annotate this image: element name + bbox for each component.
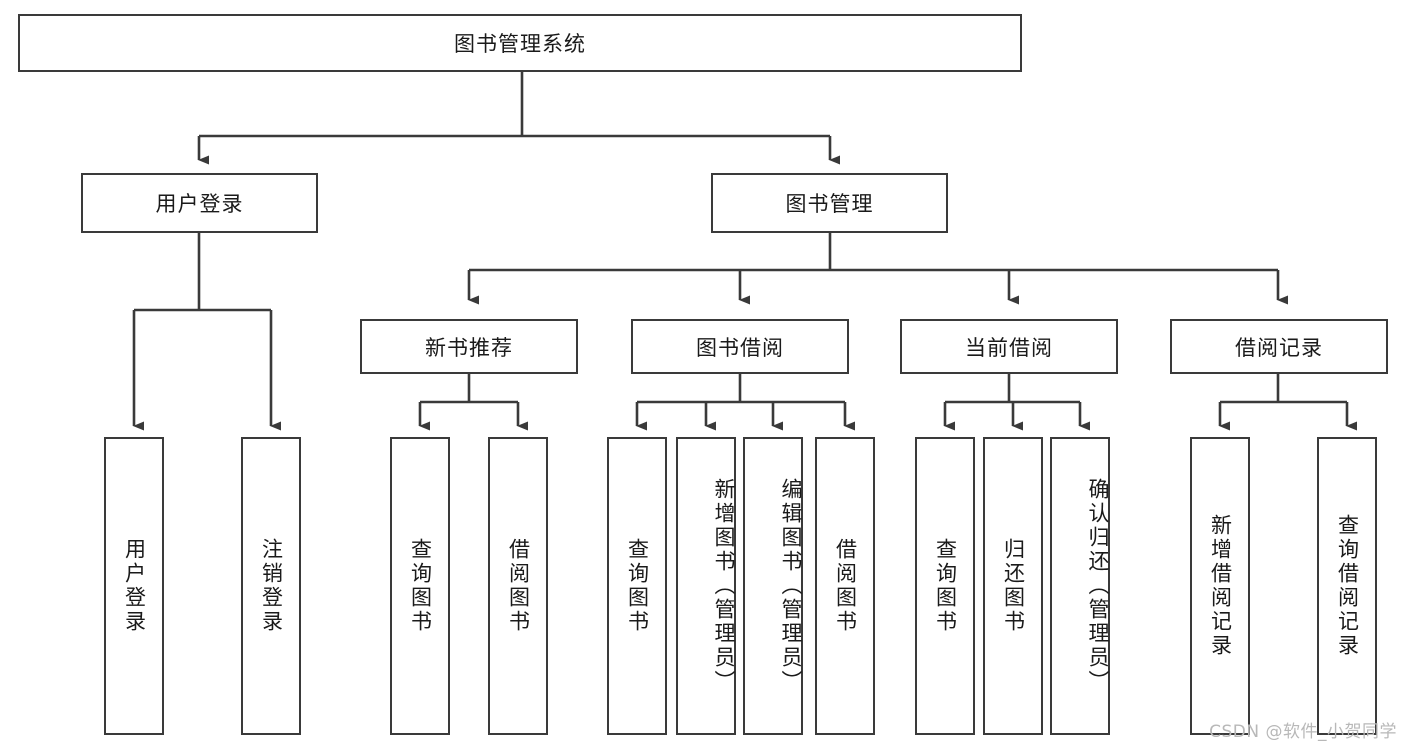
- leaf-borrow-book-2-label: 借阅图书: [833, 538, 858, 634]
- leaf-borrow-book-2[interactable]: 借阅图书: [815, 437, 875, 735]
- node-root-label: 图书管理系统: [454, 32, 586, 56]
- leaf-user-login-label: 用户登录: [122, 538, 147, 634]
- leaf-query-book-1-label: 查询图书: [408, 538, 433, 634]
- leaf-confirm-return-label: 确认归还（管理员）: [1086, 478, 1110, 694]
- node-current-borrow-label: 当前借阅: [965, 335, 1053, 360]
- leaf-query-book-3-label: 查询图书: [933, 538, 958, 634]
- node-current-borrow[interactable]: 当前借阅: [900, 319, 1118, 374]
- leaf-return-book[interactable]: 归还图书: [983, 437, 1043, 735]
- leaf-user-login[interactable]: 用户登录: [104, 437, 164, 735]
- node-book-borrow-label: 图书借阅: [696, 335, 784, 360]
- leaf-query-book-2-label: 查询图书: [625, 538, 650, 634]
- leaf-query-record[interactable]: 查询借阅记录: [1317, 437, 1377, 735]
- leaf-borrow-book-1[interactable]: 借阅图书: [488, 437, 548, 735]
- node-new-book-rec[interactable]: 新书推荐: [360, 319, 578, 374]
- leaf-edit-book-label: 编辑图书（管理员）: [779, 478, 803, 694]
- leaf-query-book-3[interactable]: 查询图书: [915, 437, 975, 735]
- leaf-edit-book[interactable]: 编辑图书（管理员）: [743, 437, 803, 735]
- leaf-logout[interactable]: 注销登录: [241, 437, 301, 735]
- node-user-login[interactable]: 用户登录: [81, 173, 318, 233]
- leaf-logout-label: 注销登录: [259, 538, 284, 634]
- node-borrow-record[interactable]: 借阅记录: [1170, 319, 1388, 374]
- leaf-query-book-2[interactable]: 查询图书: [607, 437, 667, 735]
- leaf-add-book-label: 新增图书（管理员）: [712, 478, 736, 694]
- leaf-return-book-label: 归还图书: [1001, 538, 1026, 634]
- leaf-add-book[interactable]: 新增图书（管理员）: [676, 437, 736, 735]
- leaf-borrow-book-1-label: 借阅图书: [506, 538, 531, 634]
- node-borrow-record-label: 借阅记录: [1235, 335, 1323, 360]
- node-book-manage[interactable]: 图书管理: [711, 173, 948, 233]
- node-new-book-rec-label: 新书推荐: [425, 335, 513, 360]
- node-book-manage-label: 图书管理: [785, 192, 874, 216]
- leaf-confirm-return[interactable]: 确认归还（管理员）: [1050, 437, 1110, 735]
- leaf-add-record[interactable]: 新增借阅记录: [1190, 437, 1250, 735]
- node-user-login-label: 用户登录: [155, 192, 244, 216]
- leaf-add-record-label: 新增借阅记录: [1208, 514, 1233, 658]
- node-book-borrow[interactable]: 图书借阅: [631, 319, 849, 374]
- leaf-query-book-1[interactable]: 查询图书: [390, 437, 450, 735]
- leaf-query-record-label: 查询借阅记录: [1335, 514, 1360, 658]
- node-root[interactable]: 图书管理系统: [18, 14, 1022, 72]
- csdn-watermark: CSDN @软件_小贺同学: [1209, 722, 1397, 742]
